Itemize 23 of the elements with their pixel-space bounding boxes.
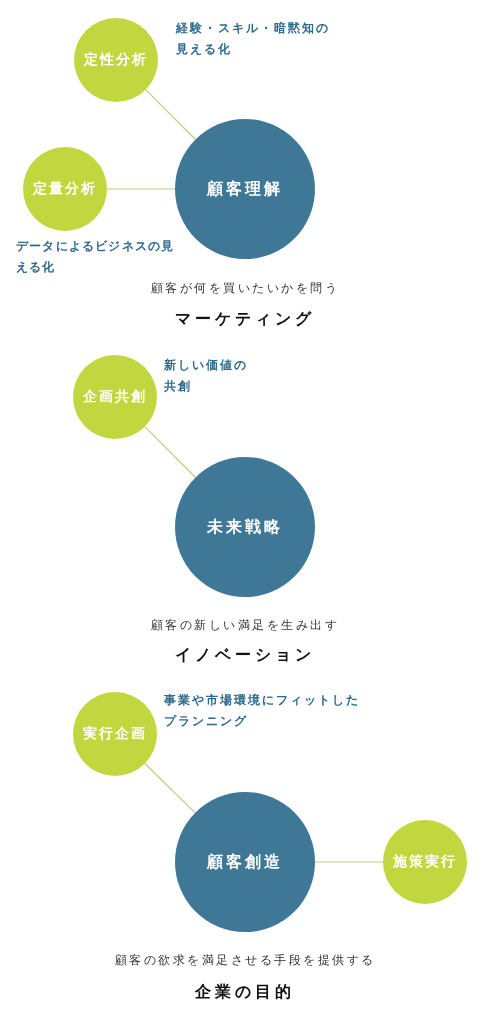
section-subtitle: 顧客が何を買いたいかを問う xyxy=(149,280,341,297)
note-text: 経験・スキル・暗黙知の見える化 xyxy=(176,20,331,58)
topic-circle: 顧客理解 xyxy=(175,119,315,259)
topic-circle: 実行企画 xyxy=(73,692,157,776)
connector-line xyxy=(144,762,196,814)
note-text: 新しい価値の共創 xyxy=(164,357,249,395)
topic-circle: 未来戦略 xyxy=(175,457,315,597)
section-subtitle: 顧客の欲求を満足させる手段を提供する xyxy=(113,952,377,969)
topic-circle: 定性分析 xyxy=(74,18,158,102)
section-heading: イノベーション xyxy=(174,645,316,666)
topic-circle: 定量分析 xyxy=(23,147,107,231)
topic-circle: 企画共創 xyxy=(73,355,157,439)
connector-line xyxy=(106,188,176,190)
note-text: 事業や市場環境にフィットしたプランニング xyxy=(164,692,361,730)
topic-circle: 顧客創造 xyxy=(175,792,315,932)
connector-line xyxy=(145,89,197,141)
section-heading: マーケティング xyxy=(174,309,316,330)
connector-line xyxy=(144,426,197,479)
note-text: データによるビジネスの見える化 xyxy=(16,238,176,276)
section-subtitle: 顧客の新しい満足を生み出す xyxy=(149,617,341,634)
connector-line xyxy=(314,861,384,863)
section-heading: 企業の目的 xyxy=(194,982,296,1003)
topic-circle: 施策実行 xyxy=(383,820,467,904)
